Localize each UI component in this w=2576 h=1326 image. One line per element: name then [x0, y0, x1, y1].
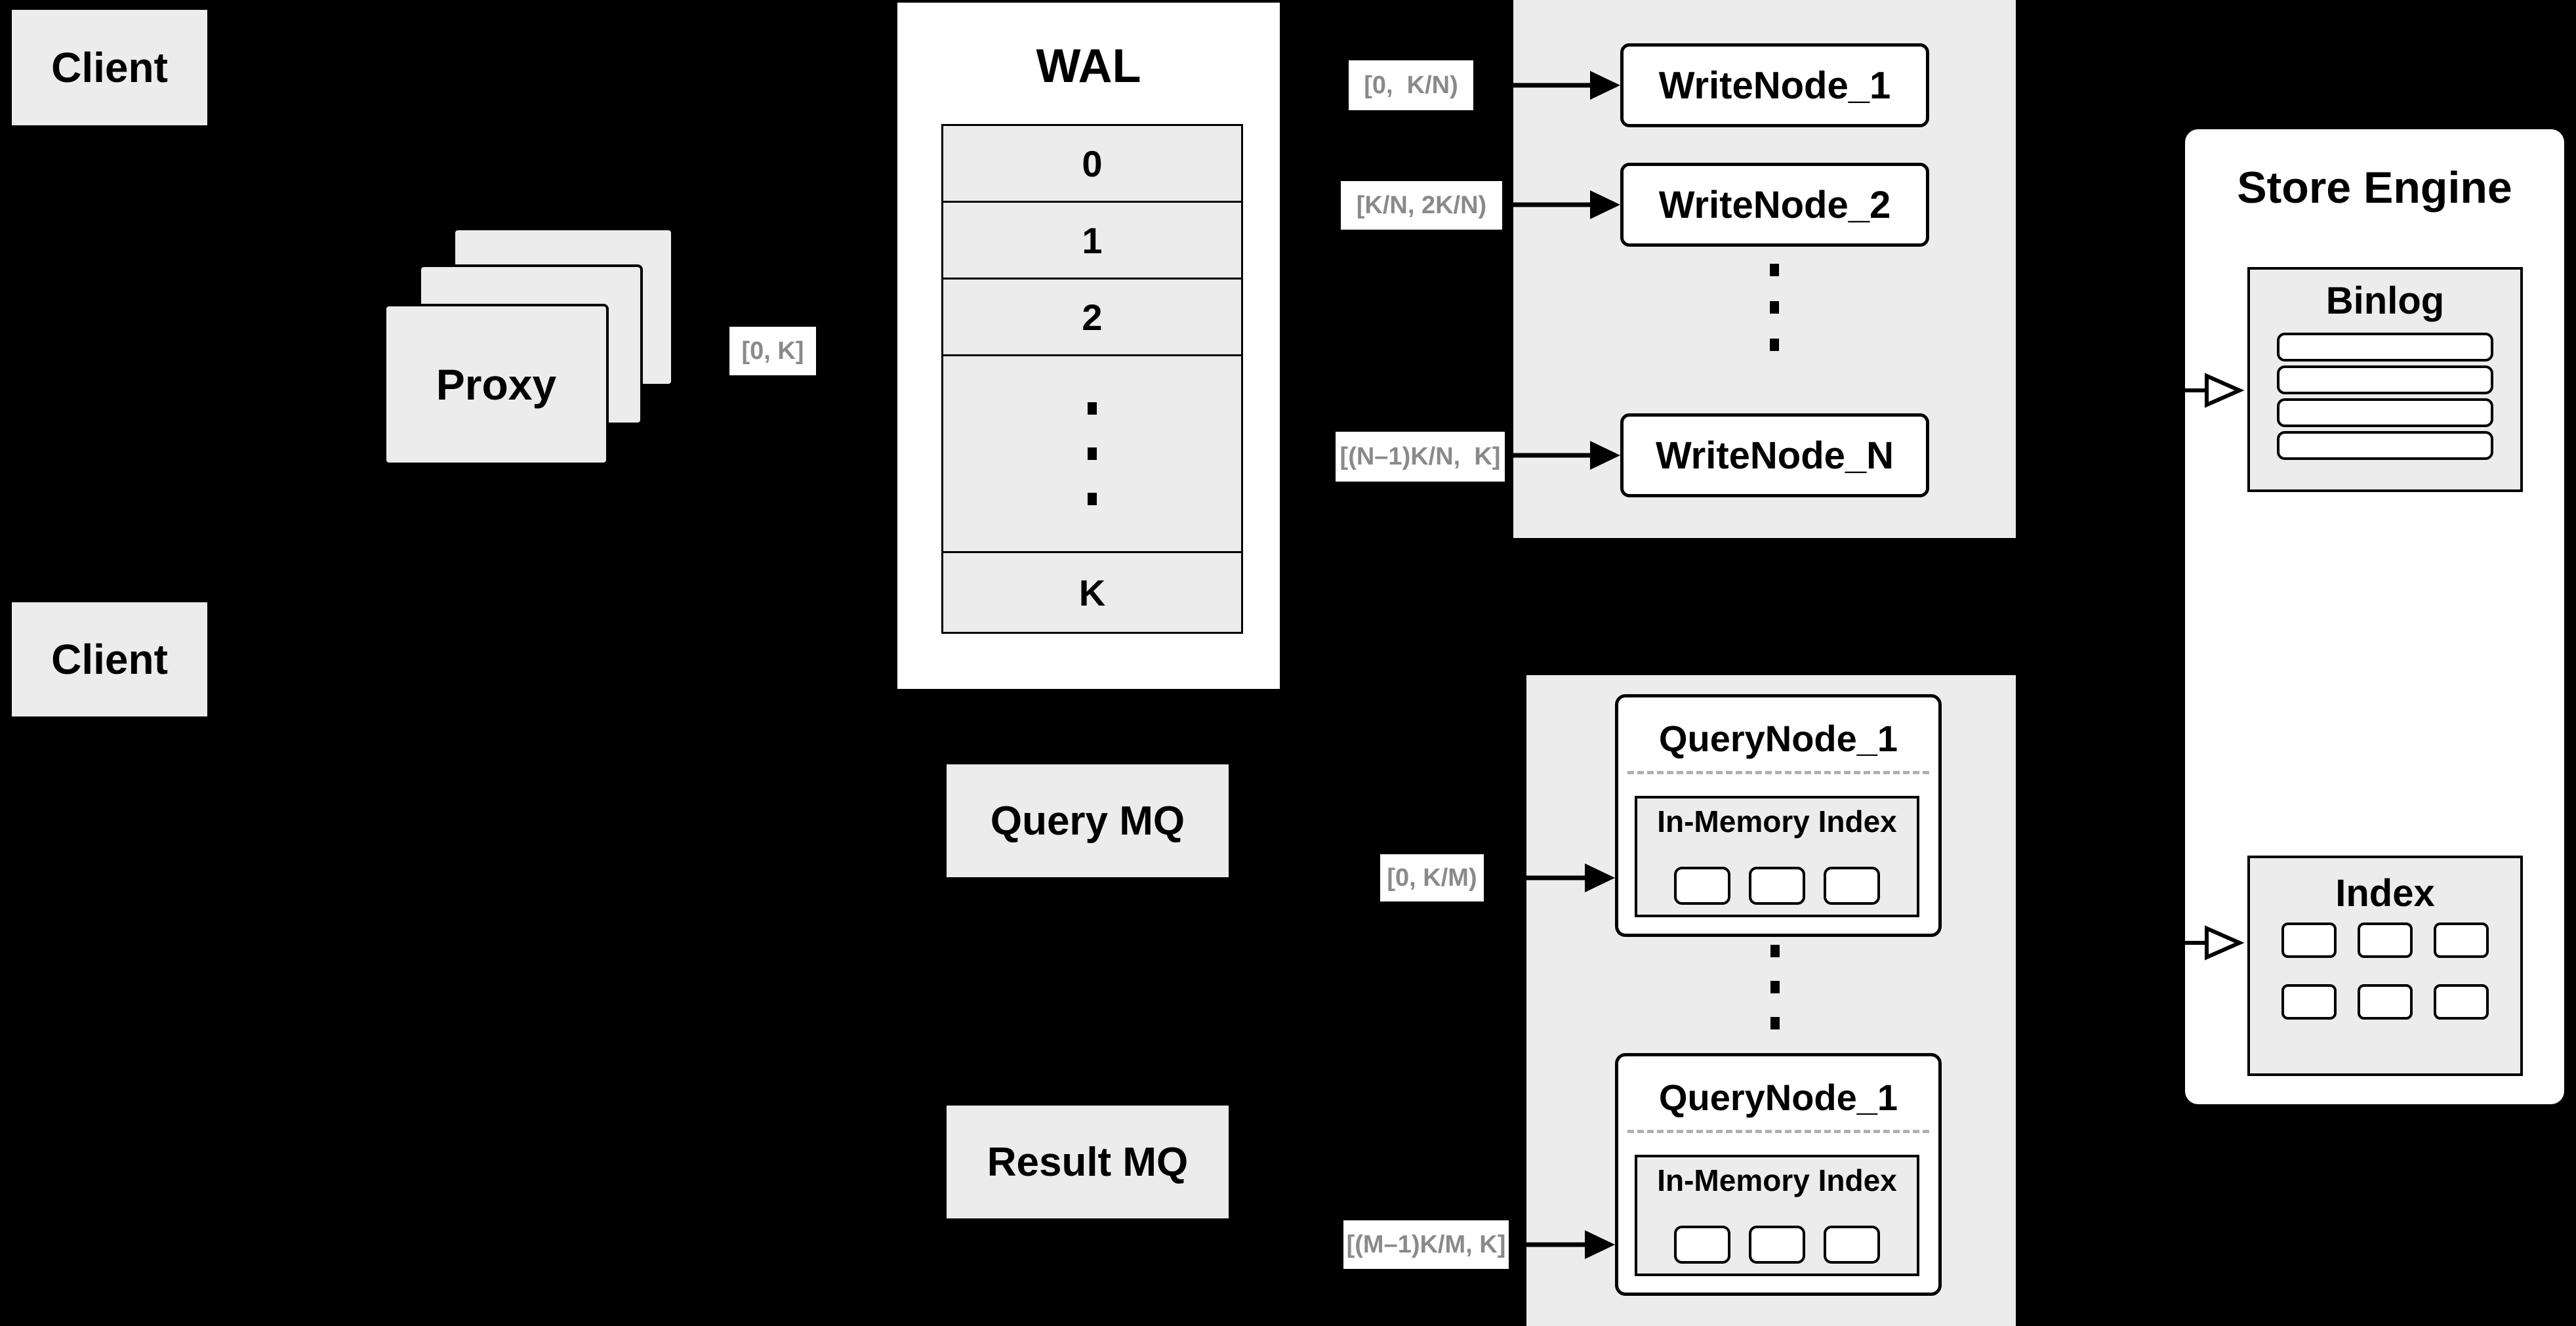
index-cell: [2281, 984, 2337, 1020]
result-mq-box: Result MQ: [947, 1106, 1229, 1218]
index-cell: [2434, 984, 2489, 1020]
vertical-ellipsis-icon: [1088, 402, 1097, 505]
vertical-ellipsis-icon: [1770, 264, 1779, 351]
in-memory-index-1-segments: [1637, 867, 1917, 905]
wal-segment-list: 0 1 2 K: [941, 124, 1243, 634]
binlog-row: [2277, 431, 2493, 460]
query-range-label-m: [(M–1)K/M, K]: [1343, 1220, 1509, 1269]
in-memory-index-panel-2: In-Memory Index: [1635, 1155, 1919, 1276]
wal-box: WAL 0 1 2 K: [897, 3, 1280, 689]
wal-segment-k-label: K: [1078, 571, 1106, 613]
index-cells: [2250, 922, 2520, 1020]
wal-segment-2-label: 2: [1082, 296, 1103, 338]
wal-segment-1-label: 1: [1082, 219, 1103, 261]
write-range-label-n: [(N–1)K/N, K]: [1336, 432, 1505, 482]
in-memory-index-panel-1: In-Memory Index: [1635, 796, 1919, 917]
binlog-row: [2277, 365, 2493, 394]
result-mq-label: Result MQ: [987, 1139, 1189, 1185]
memory-segment: [1749, 1226, 1805, 1264]
query-node-1-divider: [1627, 771, 1929, 774]
binlog-rows: [2250, 333, 2520, 460]
vertical-ellipsis-icon: [1770, 945, 1780, 1029]
index-cell: [2358, 984, 2413, 1020]
query-node-2-divider: [1627, 1130, 1929, 1133]
client-box-top: Client: [12, 10, 207, 125]
wal-segment-0: 0: [943, 126, 1241, 203]
wal-segment-2: 2: [943, 280, 1241, 356]
query-range-label-1: [0, K/M): [1380, 854, 1484, 901]
binlog-row: [2277, 333, 2493, 362]
write-node-2-label: WriteNode_2: [1658, 183, 1891, 226]
write-range-label-2: [K/N, 2K/N): [1341, 181, 1502, 230]
query-mq-box: Query MQ: [947, 764, 1229, 877]
wal-segment-1: 1: [943, 203, 1241, 280]
index-cell: [2358, 922, 2413, 958]
query-node-2: QueryNode_1 In-Memory Index: [1615, 1053, 1942, 1296]
wal-title: WAL: [1036, 40, 1141, 93]
binlog-row: [2277, 398, 2493, 427]
memory-segment: [1674, 867, 1730, 905]
write-range-label-1: [0, K/N): [1349, 60, 1473, 110]
query-node-1: QueryNode_1 In-Memory Index: [1615, 694, 1942, 937]
proxy-range-label: [0, K]: [729, 327, 816, 375]
index-cell: [2281, 922, 2337, 958]
index-cell: [2434, 922, 2489, 958]
proxy-label: Proxy: [436, 360, 557, 409]
in-memory-index-2-segments: [1637, 1226, 1917, 1264]
wal-segment-0-label: 0: [1082, 142, 1103, 184]
wal-segment-k: K: [943, 553, 1241, 632]
store-engine-box: Store Engine Binlog Index: [2185, 129, 2564, 1104]
binlog-panel: Binlog: [2247, 267, 2523, 492]
query-node-2-title: QueryNode_1: [1658, 1077, 1898, 1118]
in-memory-index-2-title: In-Memory Index: [1657, 1163, 1897, 1197]
wal-segment-ellipsis: [943, 356, 1241, 553]
write-node-1: WriteNode_1: [1620, 43, 1929, 127]
binlog-title: Binlog: [2325, 280, 2445, 322]
client-bottom-label: Client: [51, 636, 168, 683]
memory-segment: [1749, 867, 1805, 905]
index-panel: Index: [2247, 856, 2523, 1076]
query-mq-label: Query MQ: [990, 798, 1185, 844]
proxy-box-front: Proxy: [384, 304, 609, 465]
index-title: Index: [2335, 872, 2435, 915]
client-top-label: Client: [51, 44, 168, 91]
in-memory-index-1-title: In-Memory Index: [1657, 804, 1897, 839]
store-engine-title: Store Engine: [2237, 163, 2512, 213]
memory-segment: [1674, 1226, 1730, 1264]
client-box-bottom: Client: [12, 602, 207, 716]
write-node-1-label: WriteNode_1: [1658, 64, 1891, 107]
memory-segment: [1824, 1226, 1880, 1264]
memory-segment: [1824, 867, 1880, 905]
write-node-n: WriteNode_N: [1620, 413, 1929, 497]
write-node-2: WriteNode_2: [1620, 163, 1929, 247]
query-node-1-title: QueryNode_1: [1658, 718, 1898, 759]
write-node-n-label: WriteNode_N: [1655, 434, 1894, 477]
